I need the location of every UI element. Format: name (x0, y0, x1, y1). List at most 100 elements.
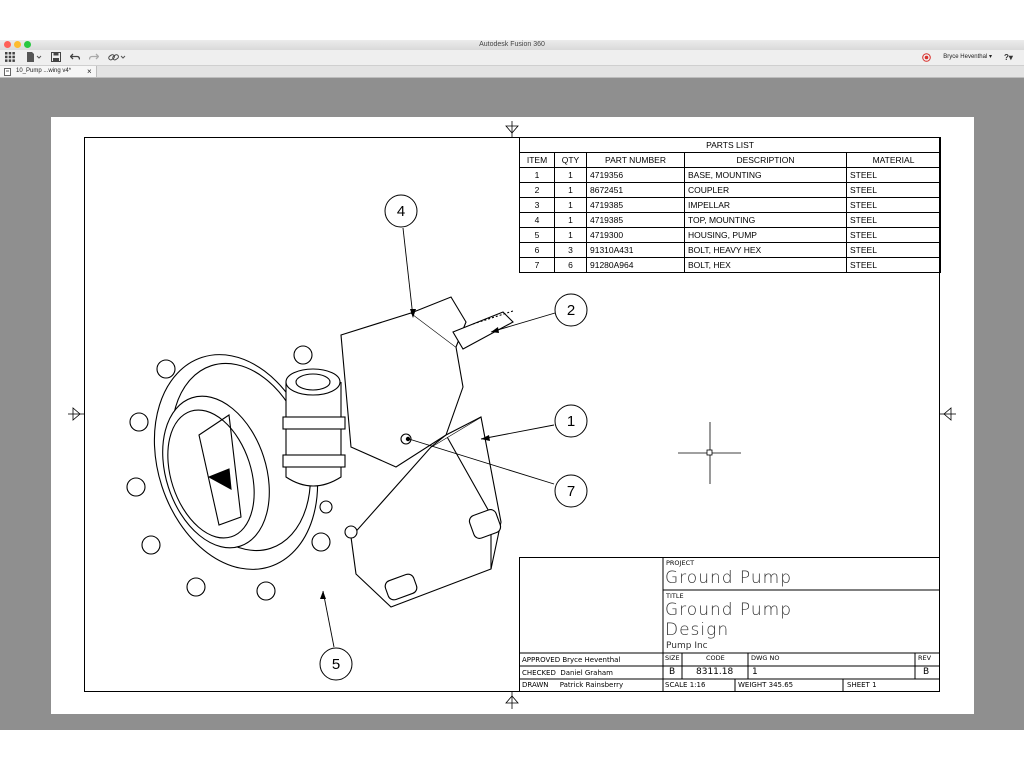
file-menu-button[interactable] (26, 52, 42, 65)
parts-list-header: ITEM QTY PART NUMBER DESCRIPTION MATERIA… (519, 152, 942, 168)
header-material: MATERIAL (845, 152, 942, 168)
cell-item: 3 (519, 197, 555, 213)
cell-material: STEEL (845, 182, 942, 198)
toolbar: Bryce Heventhal ▾ ?▾ (0, 50, 1024, 66)
weight-row: WEIGHT 345.65 (738, 680, 793, 690)
sheet-row: SHEET 1 (847, 680, 877, 690)
close-window-button[interactable] (4, 41, 11, 48)
checked-value: Daniel Graham (560, 669, 614, 677)
project-name: Ground Pump (665, 568, 793, 588)
cell-qty: 3 (554, 242, 587, 258)
sheet-label: SHEET (847, 681, 870, 689)
cell-description: BOLT, HEAVY HEX (684, 242, 847, 258)
user-account-menu[interactable]: Bryce Heventhal ▾ (943, 54, 992, 60)
close-tab-button[interactable]: × (87, 67, 92, 76)
cell-qty: 1 (554, 227, 587, 243)
window-titlebar: Autodesk Fusion 360 (0, 40, 1024, 50)
cell-part-number: 91310A431 (586, 242, 685, 258)
drawing-canvas[interactable]: 4 2 1 7 5 PARTS LIST ITEM QTY PART NUMBE… (0, 78, 1024, 730)
redo-icon (88, 53, 100, 60)
cell-part-number: 4719385 (586, 212, 685, 228)
cell-item: 2 (519, 182, 555, 198)
cell-description: TOP, MOUNTING (684, 212, 847, 228)
parts-list-title: PARTS LIST (518, 137, 942, 153)
cell-part-number: 91280A964 (586, 257, 685, 273)
company-name: Pump Inc (666, 641, 708, 651)
cell-item: 6 (519, 242, 555, 258)
header-qty: QTY (554, 152, 587, 168)
code-label: CODE (706, 654, 725, 662)
approved-row: APPROVED Bryce Heventhal (522, 655, 620, 665)
header-part-number: PART NUMBER (586, 152, 685, 168)
weight-value: 345.65 (768, 681, 794, 689)
cell-qty: 1 (554, 212, 587, 228)
cell-item: 5 (519, 227, 555, 243)
minimize-window-button[interactable] (14, 41, 21, 48)
project-label: PROJECT (666, 559, 695, 567)
document-tabbar: 10_Pump ...wing v4* × (0, 66, 1024, 78)
sheet-value: 1 (872, 681, 877, 689)
drawn-label: DRAWN (522, 681, 549, 689)
zoom-window-button[interactable] (24, 41, 31, 48)
code-value: 8311.18 (696, 667, 734, 677)
dwg-no-label: DWG NO (751, 654, 780, 662)
cell-qty: 1 (554, 182, 587, 198)
cell-material: STEEL (845, 197, 942, 213)
drawing-doc-icon (4, 67, 11, 76)
share-link-button[interactable] (108, 52, 126, 65)
header-description: DESCRIPTION (684, 152, 847, 168)
title-line-1: Ground Pump (665, 600, 793, 620)
scale-value: 1:16 (689, 681, 706, 689)
cell-item: 7 (519, 257, 555, 273)
drawn-row: DRAWN Patrick Rainsberry (522, 680, 623, 690)
balloon-2[interactable]: 2 (567, 302, 575, 319)
save-button[interactable] (51, 52, 61, 65)
cell-part-number: 4719300 (586, 227, 685, 243)
parts-list-table[interactable]: PARTS LIST ITEM QTY PART NUMBER DESCRIPT… (518, 137, 942, 273)
cell-description: IMPELLAR (684, 197, 847, 213)
document-tab[interactable]: 10_Pump ...wing v4* × (0, 66, 97, 77)
cell-qty: 1 (554, 167, 587, 183)
cell-description: HOUSING, PUMP (684, 227, 847, 243)
save-icon (51, 52, 61, 62)
cell-qty: 6 (554, 257, 587, 273)
grid-icon (5, 52, 15, 62)
balloon-4[interactable]: 4 (397, 203, 405, 220)
redo-button[interactable] (88, 52, 100, 65)
help-menu-button[interactable]: ?▾ (1004, 53, 1013, 62)
undo-button[interactable] (69, 52, 81, 65)
cell-material: STEEL (845, 167, 942, 183)
record-icon[interactable] (922, 53, 931, 65)
apps-grid-button[interactable] (5, 52, 15, 65)
balloon-1[interactable]: 1 (567, 413, 575, 430)
title-line-2: Design (665, 620, 730, 640)
drawing-sheet[interactable]: 4 2 1 7 5 PARTS LIST ITEM QTY PART NUMBE… (51, 117, 974, 714)
cell-material: STEEL (845, 212, 942, 228)
cell-description: BOLT, HEX (684, 257, 847, 273)
size-value: B (669, 667, 676, 677)
pump-assembly-drawing (126, 296, 514, 608)
drawing-lines: 4 2 1 7 5 (68, 121, 956, 709)
size-label: SIZE (665, 654, 680, 662)
balloon-7[interactable]: 7 (567, 483, 575, 500)
cell-item: 1 (519, 167, 555, 183)
cell-material: STEEL (845, 227, 942, 243)
title-label: TITLE (666, 592, 684, 600)
checked-label: CHECKED (522, 669, 556, 677)
window-title: Autodesk Fusion 360 (479, 41, 545, 48)
approved-value: Bryce Heventhal (562, 656, 621, 664)
drawn-value: Patrick Rainsberry (559, 681, 624, 689)
checked-row: CHECKED Daniel Graham (522, 668, 613, 678)
cell-part-number: 4719385 (586, 197, 685, 213)
header-item: ITEM (519, 152, 555, 168)
cell-material: STEEL (845, 242, 942, 258)
balloon-5[interactable]: 5 (332, 656, 340, 673)
file-icon (27, 52, 42, 62)
